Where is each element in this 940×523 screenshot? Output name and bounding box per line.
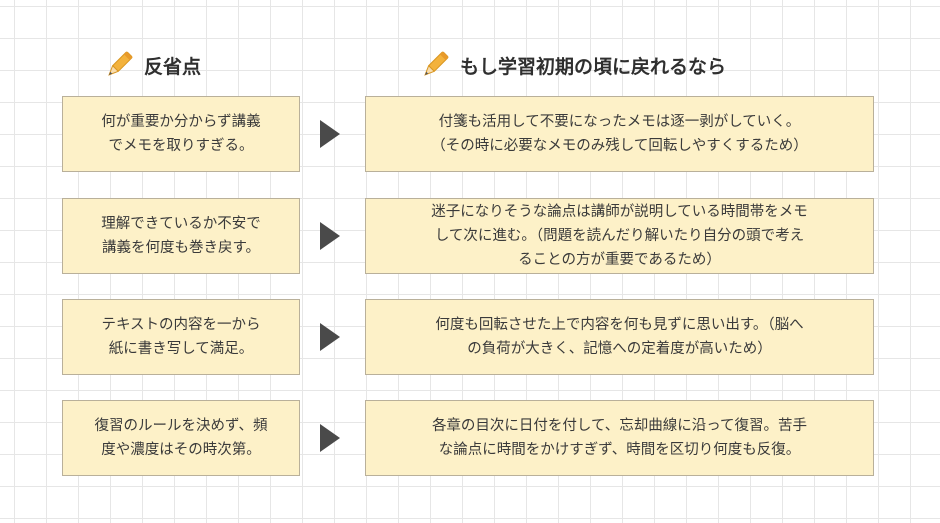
header-reflection: 反省点	[102, 48, 201, 82]
header-if-restart: もし学習初期の頃に戻れるなら	[418, 48, 726, 82]
arrow-right-icon	[320, 424, 340, 452]
header-reflection-label: 反省点	[144, 55, 202, 78]
comparison-row: 復習のルールを決めず、頻 度や濃度はその時次第。 各章の目次に日付を付して、忘却…	[62, 400, 874, 476]
improvement-box: 付箋も活用して不要になったメモは逐一剥がしていく。 （その時に必要なメモのみ残し…	[365, 96, 874, 172]
arrow-right-icon	[320, 323, 340, 351]
pencil-icon	[108, 51, 133, 76]
reflection-box: 何が重要か分からず講義 でメモを取りすぎる。	[62, 96, 300, 172]
improvement-box: 各章の目次に日付を付して、忘却曲線に沿って復習。苦手 な論点に時間をかけすぎず、…	[365, 400, 874, 476]
improvement-box: 何度も回転させた上で内容を何も見ずに思い出す。（脳へ の負荷が大きく、記憶への定…	[365, 299, 874, 375]
arrow-right-icon	[320, 222, 340, 250]
reflection-box: 復習のルールを決めず、頻 度や濃度はその時次第。	[62, 400, 300, 476]
arrow-right-icon	[320, 120, 340, 148]
reflection-box: テキストの内容を一から 紙に書き写して満足。	[62, 299, 300, 375]
comparison-row: 何が重要か分からず講義 でメモを取りすぎる。 付箋も活用して不要になったメモは逐…	[62, 96, 874, 172]
comparison-row: テキストの内容を一から 紙に書き写して満足。 何度も回転させた上で内容を何も見ず…	[62, 299, 874, 375]
reflection-box: 理解できているか不安で 講義を何度も巻き戻す。	[62, 198, 300, 274]
pencil-icon	[424, 51, 449, 76]
improvement-box: 迷子になりそうな論点は講師が説明している時間帯をメモ して次に進む。（問題を読ん…	[365, 198, 874, 274]
header-if-restart-label: もし学習初期の頃に戻れるなら	[460, 55, 727, 78]
comparison-row: 理解できているか不安で 講義を何度も巻き戻す。 迷子になりそうな論点は講師が説明…	[62, 198, 874, 274]
